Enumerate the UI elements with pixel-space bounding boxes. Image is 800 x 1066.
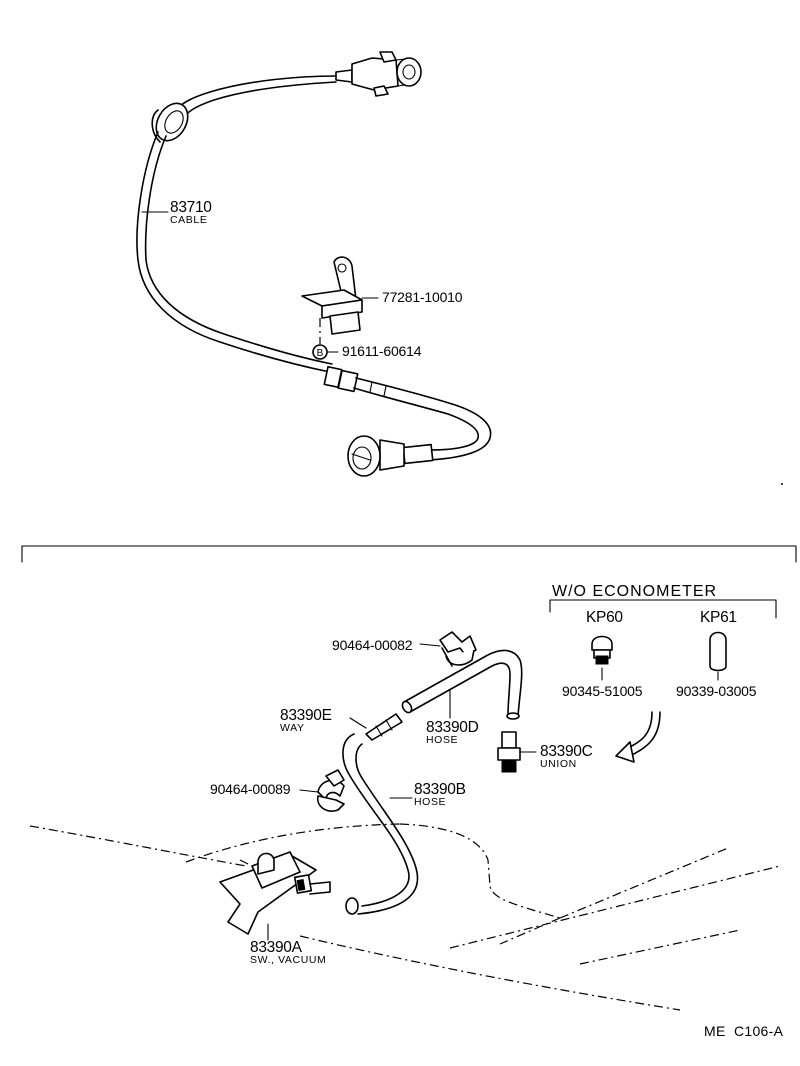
install-arrow (615, 711, 661, 763)
cable-middle-fitting (323, 365, 453, 415)
bracket-part-number: 77281-10010 (382, 289, 463, 305)
way-part-name: WAY (280, 722, 305, 734)
body-outline-phantom (29, 823, 781, 1011)
clamp-upper-illustration (419, 631, 477, 667)
clamp-lower-illustration (299, 769, 345, 812)
plug-kp60-illustration (591, 635, 613, 681)
section-frame (21, 545, 797, 563)
kp60-label: KP60 (586, 609, 623, 626)
kp60-part-number: 90345-51005 (562, 683, 643, 699)
hose-b-part-number: 83390B (414, 781, 466, 798)
cable-part-number: 83710 (170, 199, 212, 216)
way-part-number: 83390E (280, 707, 332, 724)
bracket-illustration (301, 256, 379, 344)
kp61-part-number: 90339-03005 (676, 683, 757, 699)
switch-part-number: 83390A (250, 939, 303, 956)
bolt-symbol-letter: B (317, 348, 324, 359)
union-part-number: 83390C (540, 743, 593, 760)
cap-kp61-illustration (709, 631, 727, 681)
union-illustration (497, 731, 537, 773)
econometer-bracket (549, 599, 777, 619)
switch-part-name: SW., VACUUM (250, 954, 326, 966)
hose-d-part-number: 83390D (426, 719, 479, 736)
hose-b-illustration (342, 733, 419, 915)
cable-part-name: CABLE (170, 214, 207, 226)
way-joint-illustration (349, 713, 403, 741)
hose-b-part-name: HOSE (414, 796, 446, 808)
drawing-reference: ME C106-A (704, 1023, 784, 1039)
hose-d-part-name: HOSE (426, 734, 458, 746)
bolt-symbol (312, 344, 339, 360)
clamp-lower-part-number: 90464-00089 (210, 781, 291, 797)
union-part-name: UNION (540, 758, 577, 770)
kp61-label: KP61 (700, 609, 737, 626)
bolt-part-number: 91611-60614 (342, 343, 422, 359)
hose-d-illustration (401, 649, 523, 720)
econometer-header: W/O ECONOMETER (552, 583, 717, 600)
grommet (151, 102, 189, 143)
speedometer-cable-illustration (136, 51, 492, 477)
transmission-end-connector (347, 435, 434, 477)
meter-end-connector (335, 51, 422, 97)
vacuum-switch-illustration (219, 851, 331, 941)
clamp-upper-part-number: 90464-00082 (332, 637, 413, 653)
